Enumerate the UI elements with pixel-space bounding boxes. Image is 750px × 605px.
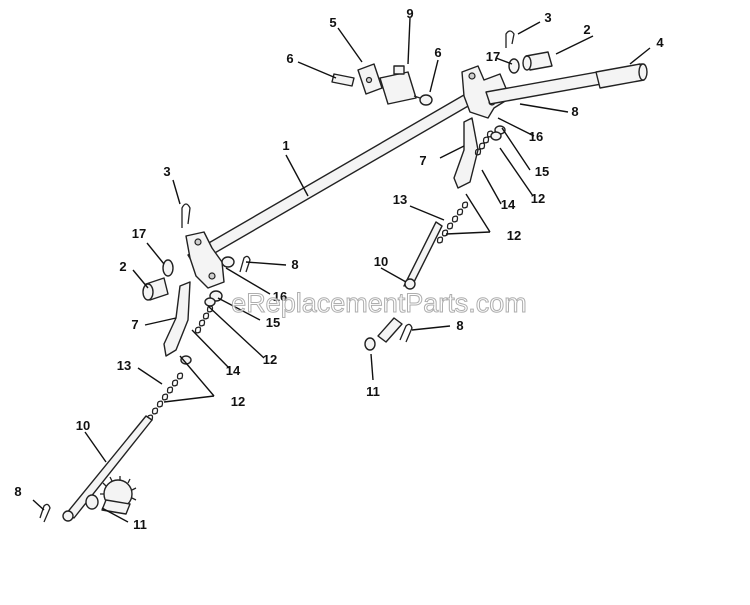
callout-17: 17 <box>486 49 500 64</box>
callout-13: 13 <box>117 358 131 373</box>
right-hairpin-clip <box>505 30 515 48</box>
right-screw <box>413 94 433 106</box>
callout-1: 1 <box>282 138 289 153</box>
callouts: 1 2 2 3 3 4 5 6 6 7 7 8 8 8 8 9 10 10 11… <box>14 6 664 532</box>
right-upper-spring <box>474 130 494 156</box>
callout-8: 8 <box>291 257 298 272</box>
right-link-arm <box>453 117 479 189</box>
watermark: eReplacementParts.com <box>231 288 527 318</box>
sector-gear <box>100 476 137 515</box>
left-hairpin-8e <box>39 503 51 523</box>
callout-11: 11 <box>133 517 147 532</box>
right-linkage-piece <box>377 317 403 343</box>
right-lower-spring <box>436 201 469 244</box>
left-rod-10 <box>62 415 153 522</box>
callout-17: 17 <box>132 226 146 241</box>
callout-12: 12 <box>263 352 277 367</box>
left-hairpin-8 <box>239 255 251 273</box>
callout-7: 7 <box>131 317 138 332</box>
callout-15: 15 <box>535 164 549 179</box>
callout-15: 15 <box>266 315 280 330</box>
right-washer-11 <box>364 337 376 351</box>
right-collar-16 <box>490 131 502 141</box>
callout-6: 6 <box>286 51 293 66</box>
callout-14: 14 <box>226 363 241 378</box>
callout-10: 10 <box>374 254 388 269</box>
left-link-arm <box>163 281 191 357</box>
left-screw <box>331 73 355 87</box>
bracket-assembly <box>357 63 417 105</box>
callout-5: 5 <box>329 15 336 30</box>
callout-12: 12 <box>231 394 245 409</box>
callout-2: 2 <box>119 259 126 274</box>
left-washer-16 <box>221 256 235 268</box>
callout-16: 16 <box>273 289 287 304</box>
left-bushing <box>142 277 169 301</box>
left-washer <box>162 259 174 277</box>
callout-3: 3 <box>163 164 170 179</box>
left-washer-11 <box>85 494 99 510</box>
left-lower-spring <box>146 372 184 422</box>
callout-14: 14 <box>501 197 516 212</box>
callout-8: 8 <box>14 484 21 499</box>
right-hairpin-8c <box>399 323 413 343</box>
callout-8: 8 <box>571 104 578 119</box>
callout-4: 4 <box>656 35 664 50</box>
right-rod <box>485 63 648 105</box>
left-upper-spring <box>194 305 214 334</box>
right-washer <box>508 58 520 74</box>
right-bushing <box>522 51 553 71</box>
callout-12: 12 <box>507 228 521 243</box>
leader-lines <box>32 17 651 523</box>
left-shaft-bracket <box>185 231 225 289</box>
callout-13: 13 <box>393 192 407 207</box>
callout-3: 3 <box>544 10 551 25</box>
left-collar-12 <box>204 297 216 307</box>
callout-11: 11 <box>366 384 380 399</box>
left-hairpin-clip <box>181 203 191 228</box>
callout-16: 16 <box>529 129 543 144</box>
callout-9: 9 <box>406 6 413 21</box>
callout-10: 10 <box>76 418 90 433</box>
callout-2: 2 <box>583 22 590 37</box>
callout-12: 12 <box>531 191 545 206</box>
callout-6: 6 <box>434 45 441 60</box>
callout-8: 8 <box>456 318 463 333</box>
right-rod-10 <box>403 221 443 290</box>
callout-7: 7 <box>419 153 426 168</box>
